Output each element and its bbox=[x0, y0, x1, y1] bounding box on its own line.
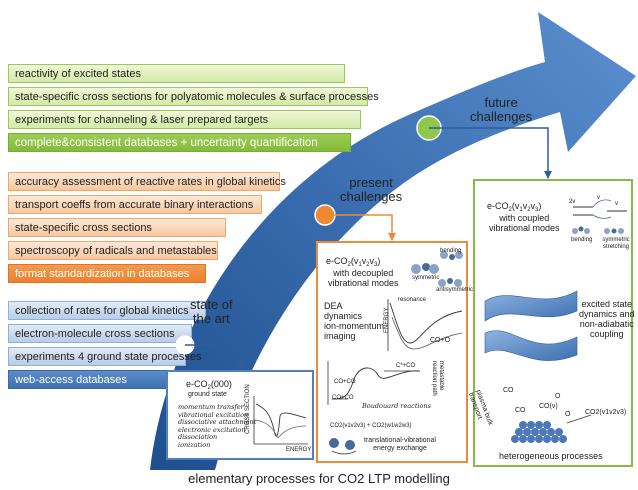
sota-axis-x: ENERGY bbox=[286, 447, 312, 453]
present-exchange-eq: CO2(v1v2v3) + CO2(w1w2w3) bbox=[330, 423, 412, 429]
decoupled-line: with decoupled bbox=[333, 268, 394, 278]
stage-line-1: future bbox=[484, 95, 518, 110]
dea-line: dynamics bbox=[324, 311, 363, 321]
panel-state-of-art: e-CO2(000) ground state momentum transfe… bbox=[166, 370, 314, 460]
present-molecule: e-CO2(v1v2v3) bbox=[326, 256, 381, 268]
coupled-line: vibrational modes bbox=[489, 223, 560, 233]
stage-line-2: challenges bbox=[340, 189, 403, 204]
cross-section-plot-icon bbox=[253, 396, 308, 445]
sota-axis-y: CROSS SECTION bbox=[245, 384, 251, 434]
stage-line-2: challenges bbox=[470, 109, 533, 124]
green-bar-3: experiments for channeling & laser prepa… bbox=[8, 110, 361, 129]
decoupled-line: vibrational modes bbox=[328, 278, 399, 288]
panel-present: e-CO2(v1v2v3) with decoupled vibrational… bbox=[316, 241, 473, 463]
level-v-2: v bbox=[615, 201, 618, 207]
excited-line: non-adiabatic bbox=[579, 319, 634, 329]
vibrational-mode-icon bbox=[411, 251, 463, 287]
mode-bending: bending bbox=[440, 248, 462, 254]
level-coupling-icon bbox=[572, 199, 627, 234]
green-bar-4: complete&consistent databases + uncertai… bbox=[8, 133, 351, 152]
stage-label-state-of-art: state of the art bbox=[190, 298, 233, 326]
future-excited: excited state dynamics and non-adiabatic… bbox=[579, 299, 635, 339]
present-reaction-3: CO+CO bbox=[332, 395, 354, 401]
surface-species-2: CO bbox=[515, 407, 526, 414]
orange-bar-5: format standardization in databases bbox=[8, 264, 206, 283]
surface-icon bbox=[484, 290, 578, 361]
process-item: dissociation bbox=[178, 433, 218, 441]
sota-molecule: e-CO2(000) bbox=[186, 379, 232, 391]
process-item: ionization bbox=[178, 440, 211, 449]
blue-bar-3: experiments 4 ground state processes bbox=[8, 347, 202, 366]
dea-line: ion-momentum bbox=[324, 321, 385, 331]
excited-line: excited state bbox=[581, 299, 633, 309]
present-reaction-2: CO+CO bbox=[334, 379, 356, 385]
blue-bar-1: collection of rates for global kinetics bbox=[8, 301, 206, 320]
coupled-line: with coupled bbox=[499, 213, 550, 223]
surface-species-3: O bbox=[555, 393, 561, 400]
orange-bar-1: accuracy assessment of reactive rates in… bbox=[8, 172, 286, 191]
stage-line-1: state of bbox=[190, 297, 233, 312]
orange-bar-2: transport coeffs from accurate binary in… bbox=[8, 195, 262, 214]
collision-icon bbox=[329, 438, 357, 455]
potential-curve-icon bbox=[387, 299, 463, 351]
dea-line: DEA bbox=[324, 301, 343, 311]
stage-label-present: present challenges bbox=[340, 176, 402, 204]
metastable-line: reaction path bbox=[431, 361, 437, 396]
sota-process-list: momentum transfer vibrational excitation… bbox=[178, 403, 257, 449]
present-boudouard: Boudouard reactions bbox=[362, 402, 431, 410]
present-reaction-1: C*+CO bbox=[396, 363, 416, 369]
future-coupled: with coupled vibrational modes bbox=[489, 213, 560, 233]
present-exchange: translational-vibrational energy exchang… bbox=[364, 437, 436, 453]
present-metastable: metastable reaction path bbox=[430, 361, 444, 396]
surface-lattice-icon bbox=[511, 414, 592, 443]
future-mode-bending: bending bbox=[571, 237, 593, 243]
surface-species-5: O bbox=[565, 411, 571, 418]
surface-species-6: CO2(v1v2v3) bbox=[585, 409, 627, 416]
process-item: dissociative attachment bbox=[178, 418, 257, 426]
surface-species-1: CO bbox=[503, 387, 514, 394]
surface-species-4: CO(v) bbox=[539, 403, 558, 410]
exchange-line: translational-vibrational bbox=[364, 437, 436, 444]
process-item: electronic excitation bbox=[178, 425, 246, 434]
blue-bar-4: web-access databases bbox=[8, 370, 180, 389]
diagram-caption: elementary processes for CO2 LTP modelli… bbox=[188, 471, 450, 486]
sota-ground-state: ground state bbox=[188, 391, 227, 398]
arrow-body bbox=[150, 12, 636, 470]
dea-line: imaging bbox=[324, 331, 356, 341]
stage-label-future: future challenges bbox=[470, 96, 532, 124]
stage-line-2: the art bbox=[192, 311, 230, 326]
present-resonance: resonance bbox=[398, 297, 427, 303]
reaction-path-icon bbox=[327, 361, 421, 405]
process-item: momentum transfer bbox=[178, 403, 244, 411]
present-co-o: CO+O bbox=[430, 337, 451, 344]
level-v-1: v bbox=[597, 195, 600, 201]
future-mode-symmetric: symmetric stretching bbox=[602, 237, 630, 250]
level-2v: 2v bbox=[569, 199, 576, 205]
present-energy: ENERGY bbox=[384, 307, 390, 333]
green-bar-1: reactivity of excited states bbox=[8, 64, 345, 83]
excited-line: dynamics and bbox=[579, 309, 635, 319]
blue-bar-2: electron-molecule cross sections bbox=[8, 324, 192, 343]
green-bar-2: state-specific cross sections for polyat… bbox=[8, 87, 379, 106]
future-hetero: heterogeneous processes bbox=[499, 451, 603, 461]
orange-bar-3: state-specific cross sections bbox=[8, 218, 226, 237]
exchange-line: energy exchange bbox=[373, 445, 427, 452]
metastable-line: metastable bbox=[438, 361, 444, 391]
mode-antisymmetric: antisymmetric bbox=[436, 287, 474, 293]
excited-line: coupling bbox=[590, 329, 624, 339]
orange-bar-4: spectroscopy of radicals and metastables bbox=[8, 241, 218, 260]
stage-line-1: present bbox=[349, 175, 393, 190]
panel-future: e-CO2(v1v2v3) with coupled vibrational m… bbox=[467, 179, 635, 467]
future-molecule: e-CO2(v1v2v3) bbox=[487, 201, 542, 213]
present-decoupled: with decoupled vibrational modes bbox=[328, 268, 399, 288]
present-dea: DEA dynamics ion-momentum imaging bbox=[324, 301, 384, 341]
mode-symmetric: symmetric bbox=[412, 275, 440, 281]
process-item: vibrational excitation bbox=[178, 410, 249, 419]
